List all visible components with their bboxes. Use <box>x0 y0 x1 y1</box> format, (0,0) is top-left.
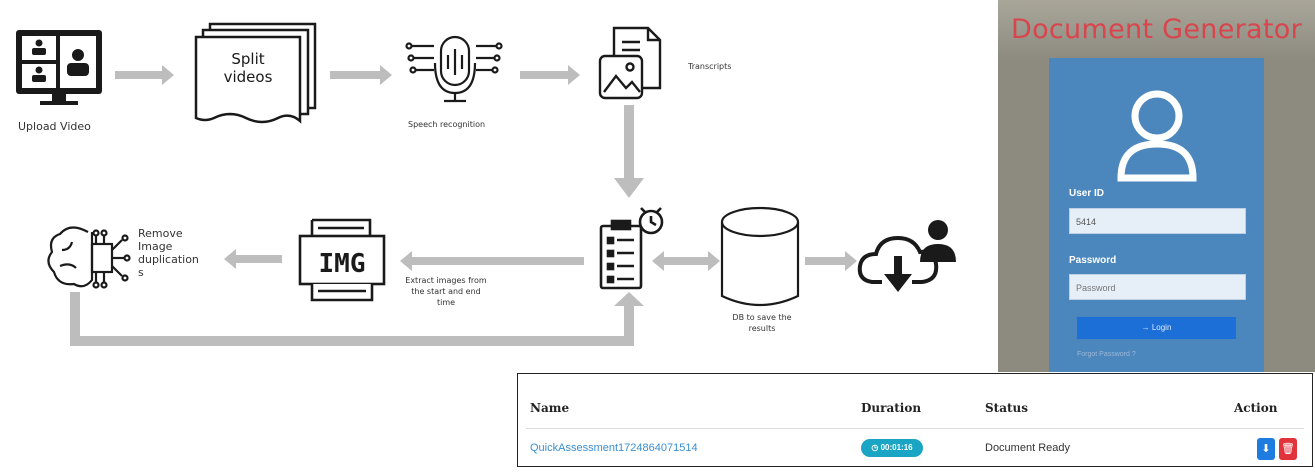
extract-images-label: Extract images from the start and end ti… <box>396 275 496 308</box>
trash-icon: 🗑 <box>1281 443 1295 455</box>
arrow-img-to-brain <box>224 249 282 269</box>
extract-line: time <box>436 298 456 307</box>
header-status: Status <box>985 401 1029 415</box>
remove-dup-line: Remove <box>138 227 183 240</box>
login-background <box>998 0 1315 60</box>
pipeline-arrows: IMG <box>16 22 956 346</box>
download-icon: ⬇ <box>1261 443 1271 455</box>
pipeline-diagram: IMG Upl <box>16 22 956 346</box>
download-arrow-icon <box>884 256 912 292</box>
app-title: Document Generator <box>1011 14 1302 45</box>
arrow-checklist-to-img <box>400 251 584 271</box>
database-icon <box>720 206 800 307</box>
delete-button[interactable]: 🗑 <box>1279 438 1297 460</box>
cloud-download-icon <box>857 235 939 284</box>
checklist-clock-icon <box>599 207 664 290</box>
user-id-field[interactable]: 5414 <box>1069 208 1246 234</box>
duration-value: 00:01:16 <box>880 443 913 452</box>
header-action: Action <box>1234 401 1278 415</box>
transcript-document-icon <box>598 26 662 100</box>
documents-table: Name Duration Status Action QuickAssessm… <box>517 373 1313 467</box>
arrow-split-to-speech <box>330 65 392 85</box>
password-field[interactable]: Password <box>1069 274 1246 300</box>
extract-line: Extract images from <box>405 276 487 285</box>
clock-icon: ◷ <box>871 443 881 452</box>
upload-video-label: Upload Video <box>18 120 91 133</box>
arrow-checklist-db <box>652 251 720 271</box>
user-id-label: User ID <box>1069 188 1105 199</box>
password-label: Password <box>1069 255 1117 266</box>
video-call-icon <box>16 30 102 105</box>
login-button[interactable]: → Login <box>1077 317 1236 339</box>
img-label: IMG <box>319 249 366 279</box>
split-videos-label-line: Split <box>231 50 265 68</box>
arrow-speech-to-transcripts <box>520 65 580 85</box>
user-avatar-icon <box>1117 90 1197 182</box>
arrow-loop-back <box>70 292 644 346</box>
table-divider <box>526 428 1304 429</box>
remove-duplications-label: Remove Image duplication s <box>138 227 199 279</box>
speech-recognition-label: Speech recognition <box>408 120 486 129</box>
split-videos-label-line: videos <box>223 68 273 86</box>
img-file-icon <box>298 218 386 302</box>
forgot-password-link[interactable]: Forgot Password ? <box>1077 351 1136 358</box>
remove-dup-line: s <box>138 266 144 279</box>
login-screenshot: Document Generator User ID 5414 Password… <box>998 0 1315 372</box>
person-icon <box>920 220 956 262</box>
transcripts-label: Transcripts <box>688 62 732 71</box>
duration-badge: ◷ 00:01:16 <box>861 439 923 457</box>
brain-ai-icon <box>47 226 131 289</box>
extract-line: the start and end <box>411 287 481 296</box>
split-videos-label: Split videos <box>198 50 298 86</box>
download-button[interactable]: ⬇ <box>1257 438 1275 460</box>
header-duration: Duration <box>861 401 922 415</box>
microphone-icon <box>405 35 503 103</box>
arrow-db-to-cloud <box>805 251 857 271</box>
remove-dup-line: duplication <box>138 253 199 266</box>
row-status: Document Ready <box>985 442 1070 454</box>
db-label: DB to save the results <box>712 312 812 334</box>
arrow-upload-to-split <box>115 65 174 85</box>
header-name: Name <box>530 401 570 415</box>
db-line: DB to save the <box>732 313 792 322</box>
db-line: results <box>748 324 776 333</box>
login-card: User ID 5414 Password Password → Login F… <box>1049 58 1264 372</box>
remove-dup-line: Image <box>138 240 173 253</box>
row-name-link[interactable]: QuickAssessment1724864071514 <box>530 442 698 454</box>
split-videos-icon <box>194 22 317 124</box>
arrow-transcripts-to-checklist <box>614 105 644 198</box>
